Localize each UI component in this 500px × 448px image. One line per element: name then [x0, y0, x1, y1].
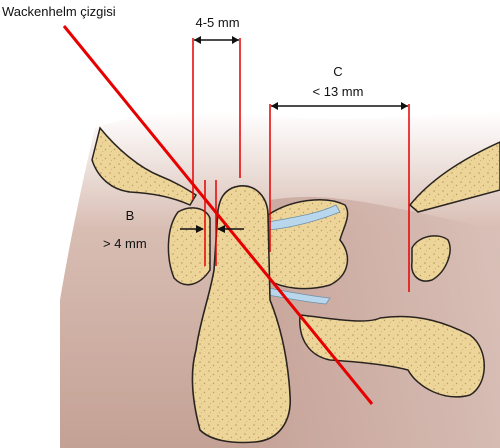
wackenheim-line-label: Wackenhelm çizgisi	[2, 4, 116, 19]
c-arrowhead-right	[401, 102, 408, 110]
b-letter-label: B	[110, 208, 150, 223]
c-value-label: < 13 mm	[300, 84, 376, 99]
b-value-label: > 4 mm	[103, 236, 147, 251]
c-letter-label: C	[318, 64, 358, 79]
top-interval-arrowhead-left	[194, 36, 201, 44]
top-interval-arrowhead-right	[232, 36, 239, 44]
c-arrowhead-left	[271, 102, 278, 110]
top-interval-label: 4-5 mm	[190, 15, 245, 30]
atlas-anterior-arch	[168, 208, 210, 285]
